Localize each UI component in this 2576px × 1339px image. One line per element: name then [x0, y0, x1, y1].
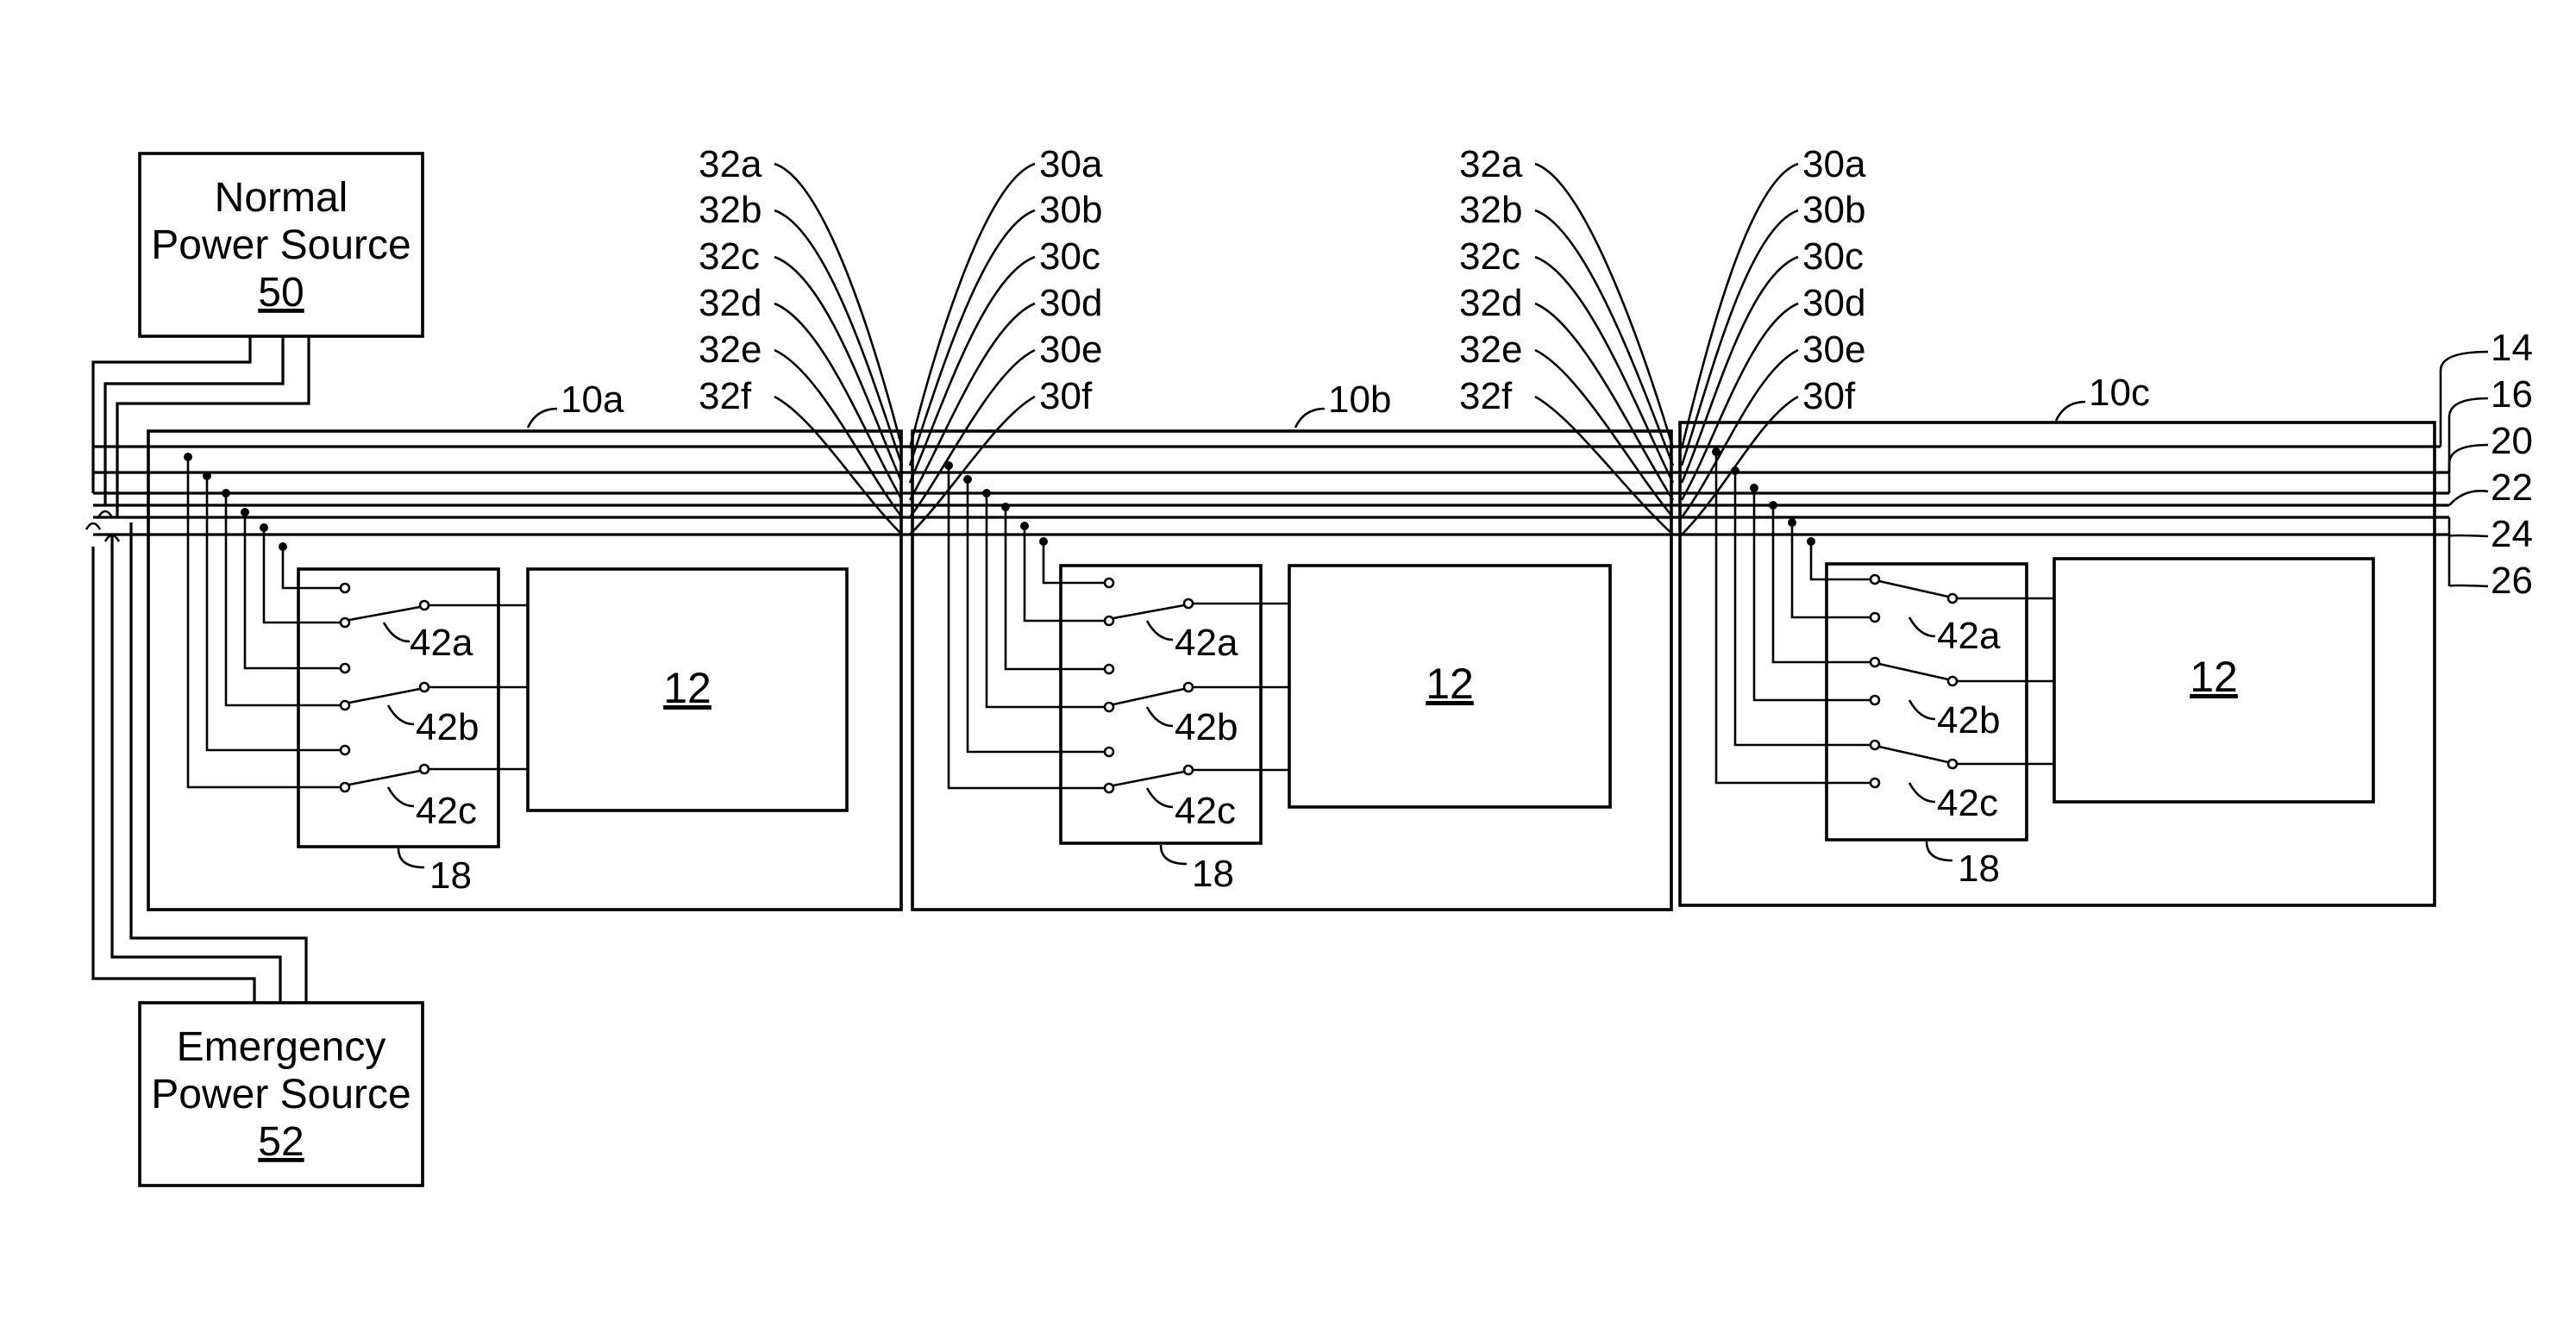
connector-label-32b: 32b [1459, 189, 1522, 231]
normal-power-source: Normal Power Source 50 [140, 153, 423, 336]
connector-label-30c: 30c [1039, 235, 1100, 278]
connector-label-30b: 30b [1802, 189, 1865, 231]
normal-source-line1: Normal [215, 175, 348, 221]
taps-module-a [184, 453, 341, 787]
normal-source-line2: Power Source [151, 222, 411, 268]
connector-label-32e: 32e [699, 328, 762, 371]
module-10b: 10b [912, 379, 1671, 910]
switch-box-ref: 18 [429, 854, 472, 897]
switch-label: 42c [416, 790, 477, 832]
connector-label-32f: 32f [1459, 375, 1513, 417]
load-12-module-c: 12 [2054, 559, 2373, 802]
switch-label: 42b [1175, 706, 1238, 748]
switch-box-module-b: 18 42a 42b 42c [1061, 566, 1289, 895]
load-ref: 12 [2190, 653, 2238, 701]
emergency-source-feed-wires [86, 511, 306, 1003]
bus-label-22: 22 [2491, 466, 2533, 509]
switch-label: 42a [1937, 615, 2001, 657]
normal-source-ref: 50 [258, 270, 304, 316]
connector-label-32e: 32e [1459, 328, 1522, 371]
taps-module-b [944, 461, 1105, 788]
load-12-module-a: 12 [528, 569, 847, 810]
module-label: 10b [1328, 379, 1391, 421]
switch-label: 42c [1175, 790, 1236, 832]
connector-label-30a: 30a [1802, 143, 1866, 185]
bus-lines [93, 447, 2449, 535]
connector-label-32d: 32d [1459, 282, 1522, 324]
load-12-module-b: 12 [1289, 566, 1610, 807]
switch-box-ref: 18 [1192, 853, 1234, 895]
connector-label-30c: 30c [1802, 235, 1864, 278]
connector-label-32d: 32d [699, 282, 762, 324]
connector-label-30a: 30a [1039, 143, 1103, 185]
bus-label-26: 26 [2491, 560, 2533, 602]
connector-label-32a: 32a [699, 143, 762, 185]
connector-label-30f: 30f [1039, 375, 1093, 417]
switch-box-ref: 18 [1958, 848, 2000, 890]
switch-label: 42b [1937, 699, 2000, 741]
connector-labels-junction-2: 32a 32b 32c 32d 32e 32f 30a 30b 30c 30d … [1459, 143, 1866, 535]
connector-label-32f: 32f [699, 375, 752, 417]
switch-label: 42b [416, 706, 479, 748]
bus-label-24: 24 [2491, 513, 2533, 555]
module-label: 10a [561, 379, 624, 421]
module-10a: 10a [148, 379, 901, 910]
switch-box-module-c: 18 42a 42b 42c [1827, 564, 2054, 890]
bus-label-16: 16 [2491, 373, 2533, 416]
switch-box-module-a: 18 42a 42b 42c [298, 569, 528, 897]
connector-label-32c: 32c [1459, 235, 1520, 278]
connector-label-30d: 30d [1802, 282, 1865, 324]
emergency-source-line1: Emergency [177, 1024, 386, 1070]
module-10c: 10c [1680, 372, 2435, 905]
switch-label: 42a [1175, 622, 1238, 664]
switch-label: 42a [410, 622, 473, 664]
taps-module-c [1712, 447, 1871, 783]
connector-label-30e: 30e [1802, 328, 1865, 371]
normal-source-feed-wires [93, 336, 309, 517]
load-ref: 12 [1426, 660, 1474, 708]
switch-label: 42c [1937, 782, 1998, 824]
emergency-source-line2: Power Source [151, 1072, 411, 1117]
connector-label-30f: 30f [1802, 375, 1856, 417]
connector-label-30b: 30b [1039, 189, 1102, 231]
connector-label-32c: 32c [699, 235, 760, 278]
emergency-power-source: Emergency Power Source 52 [140, 1003, 423, 1186]
load-ref: 12 [663, 664, 711, 712]
emergency-source-ref: 52 [258, 1119, 304, 1165]
connector-label-30d: 30d [1039, 282, 1102, 324]
bus-label-20: 20 [2491, 420, 2533, 462]
module-label: 10c [2089, 372, 2150, 414]
connector-label-32a: 32a [1459, 143, 1523, 185]
connector-label-32b: 32b [699, 189, 762, 231]
connector-label-30e: 30e [1039, 328, 1102, 371]
bus-labels: 14 16 20 22 24 26 [2441, 327, 2533, 602]
bus-label-14: 14 [2491, 327, 2533, 369]
